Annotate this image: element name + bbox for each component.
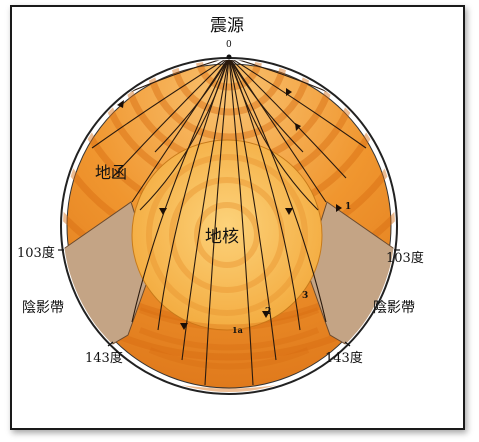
left-shadow-zone-label: 陰影帶 <box>22 300 64 316</box>
epicenter-label: 震源 <box>210 16 244 36</box>
right-143-degree-label: 143度 <box>325 350 363 366</box>
ray-marker-2: 2 <box>265 307 271 317</box>
core <box>131 139 323 331</box>
zero-degree-label: 0 <box>226 40 232 50</box>
seismic-rays <box>71 60 387 386</box>
core-label: 地核 <box>205 227 239 247</box>
right-shadow-zone-label: 陰影帶 <box>373 300 415 316</box>
ray-arrows <box>117 88 342 330</box>
ray-marker-1a: 1a <box>232 325 243 335</box>
mantle-label: 地函 <box>95 163 127 182</box>
right-103-degree-label: 103度 <box>386 250 424 266</box>
left-103-degree-label: 103度 <box>17 245 55 261</box>
ray-marker-3: 3 <box>302 291 308 301</box>
epicenter-point <box>226 54 232 60</box>
left-143-degree-label: 143度 <box>85 350 123 366</box>
ray-marker-1: 1 <box>345 202 351 212</box>
